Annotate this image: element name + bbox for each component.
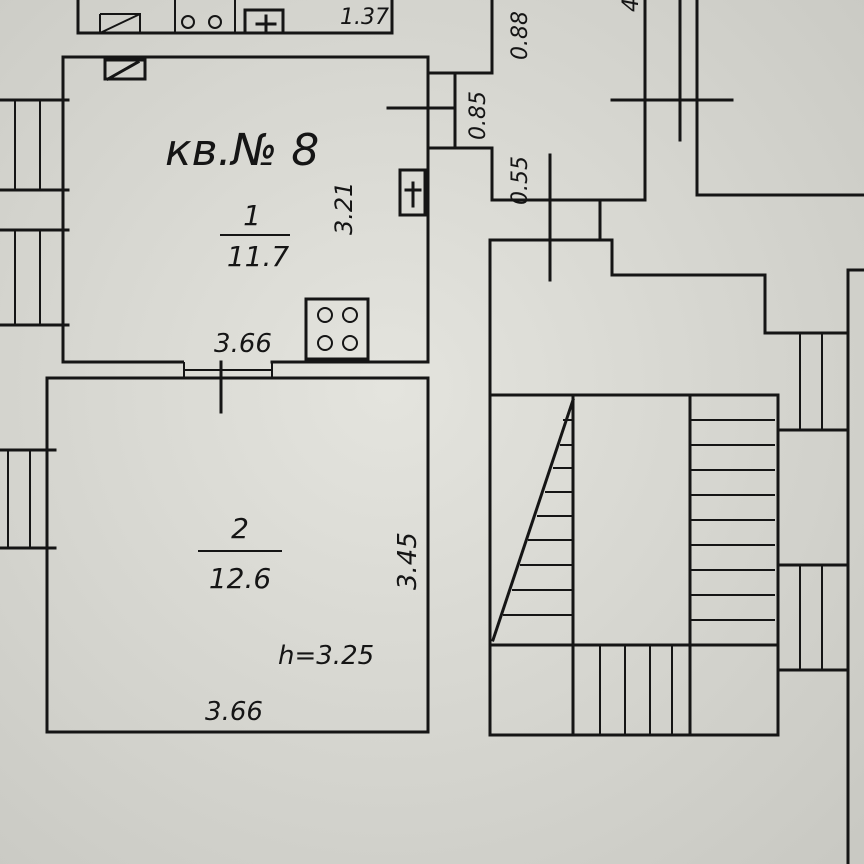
room-2-width-dim: 3.66 [205, 697, 263, 727]
room-2-height-dim: 3.45 [393, 532, 423, 590]
dim-055: 0.55 [508, 156, 533, 205]
room-2: 2 12.6 3.45 h=3.25 3.66 [45, 376, 430, 734]
room-1-height-dim: 3.21 [330, 182, 358, 235]
staircase [488, 268, 864, 864]
corridor: 0.88 0.85 0.55 4 [386, 0, 864, 737]
left-windows [0, 98, 70, 550]
room-2-area: 12.6 [209, 562, 271, 595]
dim-088: 0.88 [508, 11, 533, 60]
room-2-ceiling-height: h=3.25 [278, 641, 374, 671]
stove-icon [304, 297, 370, 361]
room-1-width-dim: 3.66 [214, 329, 272, 359]
room-1-number: 1 [243, 199, 261, 232]
room-1: кв.№ 8 1 11.7 3.21 3.66 [61, 55, 430, 414]
dim-4: 4 [619, 0, 644, 12]
top-neighbour-strip: 1.37 [76, 0, 394, 35]
room-2-number: 2 [231, 512, 249, 545]
apartment-title: кв.№ 8 [165, 125, 319, 176]
room-1-area: 11.7 [227, 240, 290, 273]
top-area-label: 1.37 [340, 5, 389, 30]
dim-085: 0.85 [466, 91, 491, 140]
